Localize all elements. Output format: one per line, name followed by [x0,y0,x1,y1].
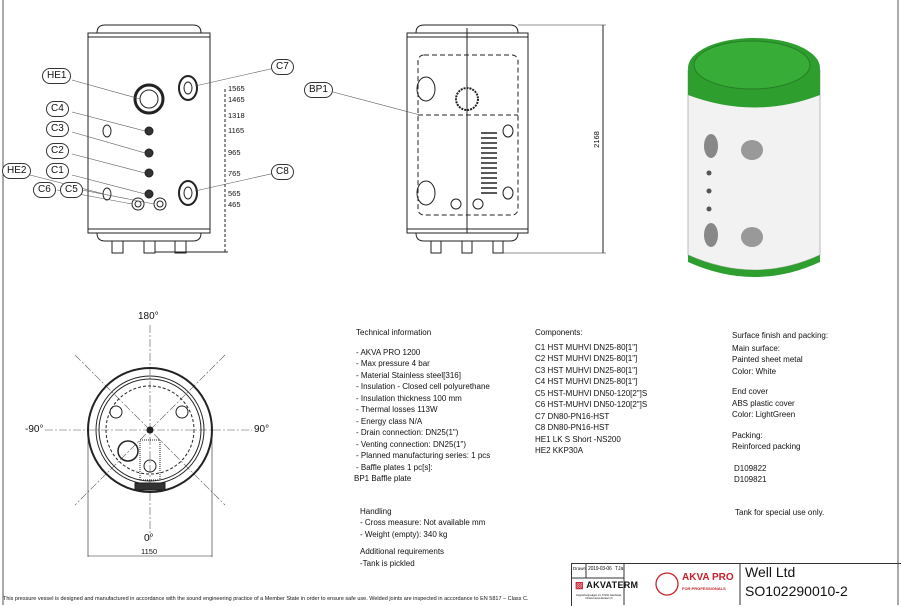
tech-line: - Planned manufacturing series: 1 pcs [356,451,491,460]
technical-info-heading: Technical information [356,328,432,337]
component-line: C3 HST MUHVI DN25-80[1"] [535,365,638,375]
tech-line: - Max pressure 4 bar [356,359,430,368]
callout-c5: C5 [60,182,83,198]
special-use-note: Tank for special use only. [735,507,825,517]
component-line: C2 HST MUHVI DN25-80[1"] [535,354,638,363]
technical-info: Technical information - AKVA PRO 1200 - … [354,327,491,569]
front-view [29,24,276,254]
angle-180: 180° [138,311,159,322]
handling-line: - Weight (empty): 340 kg [360,529,448,539]
dim-1165: 1165 [228,126,245,135]
tech-line: - Baffle plates 1 pc[s]: [356,462,433,472]
tech-line: - Energy class N/A [356,416,423,426]
title-block [571,563,901,606]
surface-heading: Surface finish and packing: [732,331,829,340]
dim-1565: 1565 [228,84,245,93]
additional-line: -Tank is pickled [360,558,415,568]
code-line: D109822 [734,463,767,473]
tech-line: - Insulation - Closed cell polyurethane [356,382,490,391]
dim-diameter: 1150 [141,547,158,556]
surface-finish: Surface finish and packing: Main surface… [732,330,828,518]
dim-765: 765 [228,169,241,178]
akvaterm-logo-mark: ▨ [575,580,584,590]
components-heading: Components: [535,328,583,337]
surface-line: Color: LightGreen [732,410,796,419]
side-view [332,24,606,254]
drawn-date: 2019-03-06 [588,566,612,572]
dim-1465: 1465 [228,95,245,104]
component-line: C1 HST MUHVI DN25-80[1"] [535,342,638,352]
footer-compliance-note: This pressure vessel is designed and man… [3,596,529,602]
akva-pro-tagline: FOR PROFESSIONALS [682,586,726,591]
dim-965: 965 [228,148,241,157]
drawn-label: Drawn [573,566,587,571]
surface-line: Packing: [732,430,763,440]
dim-565: 565 [228,189,241,198]
callout-bp1: BP1 [304,82,333,98]
akvaterm-logo: ▨ AKVATERM [575,580,639,590]
surface-line: Painted sheet metal [732,355,803,364]
callout-c3: C3 [46,121,69,137]
callout-c6: C6 [33,182,56,198]
callout-he1: HE1 [42,68,72,84]
customer-name: Well Ltd [745,564,796,580]
surface-line: ABS plastic cover [732,398,795,408]
angle-minus-90: -90° [25,424,44,435]
callout-c4: C4 [46,101,69,117]
title-block-lines [571,563,741,605]
company-address: Kopparbergsvägen 21, 67100 Jakobstad, Fi… [576,594,622,600]
surface-line: Color: White [732,366,777,376]
angle-90: 90° [254,424,270,435]
tech-line: - Drain connection: DN25(1") [356,428,459,437]
drawn-initials: TJa [615,566,624,572]
callout-c8: C8 [271,164,294,180]
dim-1318: 1318 [228,111,245,120]
component-line: C7 DN80-PN16-HST [535,411,610,421]
component-line: C6 HST-MUHVI DN50-120[2"]S [535,400,648,409]
component-line: HE2 KKP30A [535,446,584,455]
tech-line: BP1 Baffle plate [354,474,412,483]
tech-line: - Venting connection: DN25(1") [356,439,467,449]
top-view [45,325,252,557]
component-line: C8 DN80-PN16-HST [535,423,610,432]
tech-line: - Thermal losses 113W [356,405,438,414]
akva-pro-logo: AKVA PRO [682,572,734,583]
code-line: D109821 [734,475,767,484]
angle-0: 0° [144,533,154,544]
callout-c1: C1 [46,163,69,179]
surface-line: End cover [732,387,769,396]
components: Components: C1 HST MUHVI DN25-80[1"] C2 … [535,327,647,457]
surface-line: Reinforced packing [732,442,801,451]
tech-line: - Insulation thickness 100 mm [356,393,462,403]
handling-heading: Handling [360,506,392,516]
tech-line: - Material Stainless steel[316] [356,370,461,380]
callout-c2: C2 [46,143,69,159]
dim-465: 465 [228,200,241,209]
component-line: HE1 LK S Short -NS200 [535,434,621,444]
additional-heading: Additional requirements [360,547,445,556]
tech-line: - AKVA PRO 1200 [356,347,421,357]
callout-he2: HE2 [2,163,32,179]
tank-3d-render [687,38,821,277]
dim-height: 2168 [591,131,601,148]
component-line: C4 HST MUHVI DN25-80[1"] [535,377,638,386]
callout-c7: C7 [271,59,294,75]
order-number: SO102290010-2 [745,583,848,599]
surface-line: Main surface: [732,343,781,353]
handling-line: - Cross measure: Not available mm [360,518,486,527]
component-line: C5 HST-MUHVI DN50-120[2"]S [535,388,648,398]
